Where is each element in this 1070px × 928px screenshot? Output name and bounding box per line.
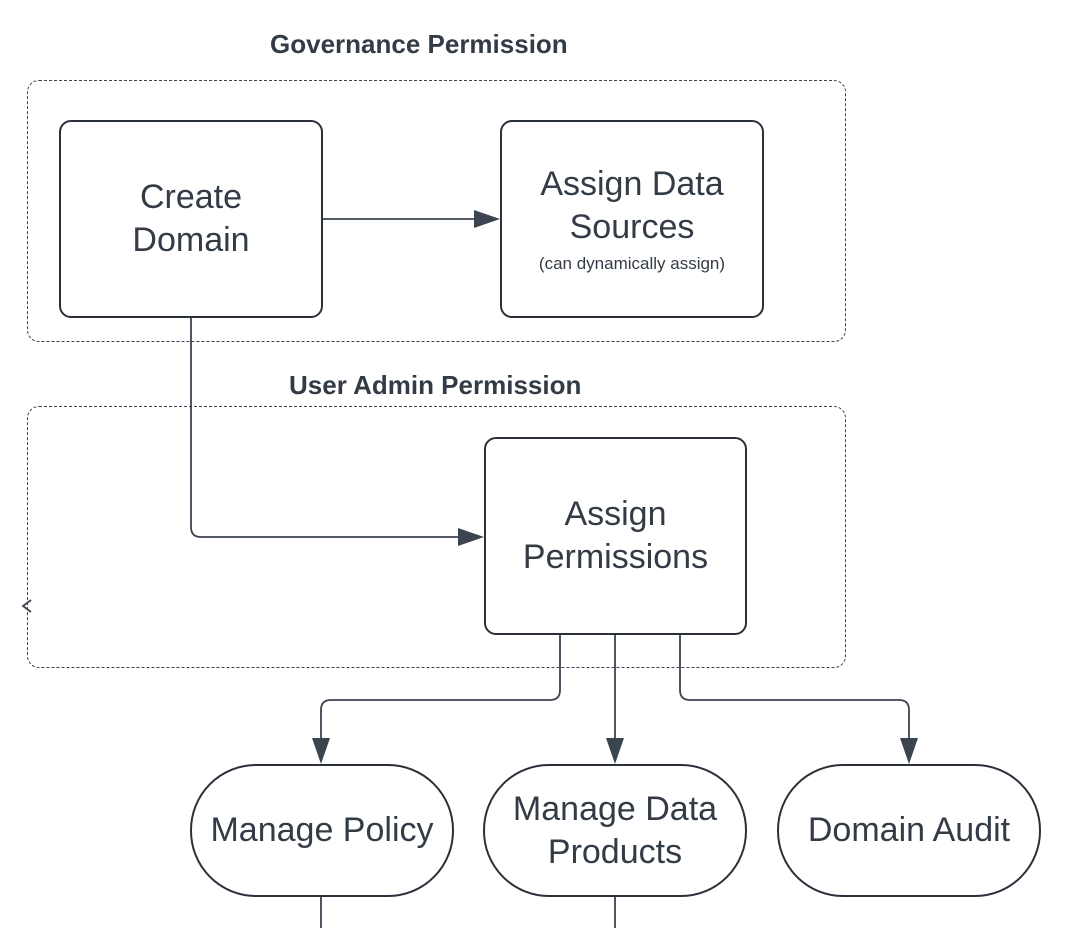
node-manage-data-products-label: Manage Data Products — [512, 789, 718, 871]
node-assign-data-sources-label: Assign Data Sources — [540, 165, 724, 246]
edge-assign-permissions-to-manage-policy — [320, 635, 561, 740]
node-create-domain[interactable]: Create Domain — [59, 120, 323, 318]
node-assign-permissions[interactable]: Assign Permissions — [484, 437, 747, 635]
governance-group — [27, 80, 846, 342]
arrowhead-manage-data-products — [606, 738, 624, 764]
arrowhead-domain-audit — [900, 738, 918, 764]
edge-assign-permissions-to-domain-audit — [679, 635, 910, 740]
arrowhead-assign-data-sources — [474, 210, 500, 228]
node-domain-audit-label: Domain Audit — [807, 811, 1011, 849]
user-admin-group — [27, 406, 846, 668]
governance-group-title: Governance Permission — [270, 29, 568, 59]
node-assign-permissions-label: Assign Permissions — [522, 495, 709, 576]
node-assign-data-sources[interactable]: Assign Data Sources (can dynamically ass… — [500, 120, 764, 318]
node-create-domain-label: Create Domain — [132, 178, 250, 259]
arrowhead-assign-permissions — [458, 528, 484, 546]
node-assign-data-sources-sublabel: (can dynamically assign) — [538, 254, 726, 273]
node-manage-policy[interactable]: Manage Policy — [190, 764, 454, 897]
edge-create-domain-to-assign-permissions — [190, 317, 462, 538]
node-manage-policy-label: Manage Policy — [210, 811, 434, 849]
node-domain-audit[interactable]: Domain Audit — [777, 764, 1041, 897]
node-manage-data-products[interactable]: Manage Data Products — [483, 764, 747, 897]
user-admin-group-title: User Admin Permission — [289, 370, 582, 400]
arrowhead-manage-policy — [312, 738, 330, 764]
connection-point-marker — [21, 599, 32, 613]
